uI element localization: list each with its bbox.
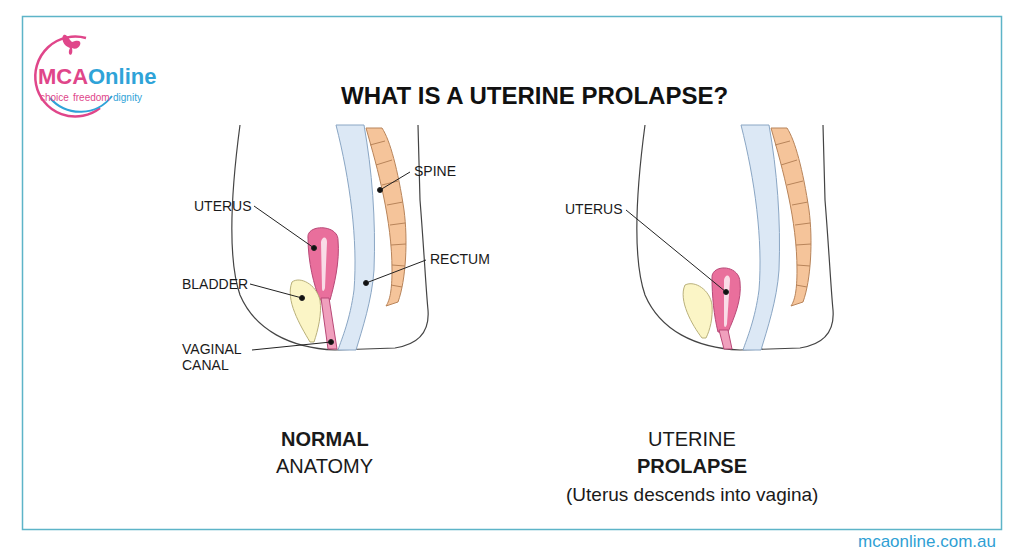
tagline: freedom xyxy=(73,92,110,104)
part-label: UTERUS xyxy=(194,198,252,214)
part-label: BLADDER xyxy=(182,276,248,292)
part-label: RECTUM xyxy=(430,251,490,267)
website: mcaonline.com.au xyxy=(858,532,996,552)
tagline: choice xyxy=(40,92,69,104)
title: WHAT IS A UTERINE PROLAPSE? xyxy=(341,82,728,110)
figure-caption: UTERINE xyxy=(648,428,736,451)
logo-text: MCA xyxy=(38,64,88,89)
part-label: SPINE xyxy=(414,163,456,179)
figure-caption: ANATOMY xyxy=(276,455,373,478)
figure-caption: PROLAPSE xyxy=(637,455,747,478)
part-label: UTERUS xyxy=(565,201,623,217)
tagline: dignity xyxy=(113,92,142,104)
part-label: VAGINAL CANAL xyxy=(182,341,254,373)
figure-caption: NORMAL xyxy=(281,428,369,451)
figure-caption: (Uterus descends into vagina) xyxy=(566,484,818,506)
logo-text: Online xyxy=(88,64,156,89)
